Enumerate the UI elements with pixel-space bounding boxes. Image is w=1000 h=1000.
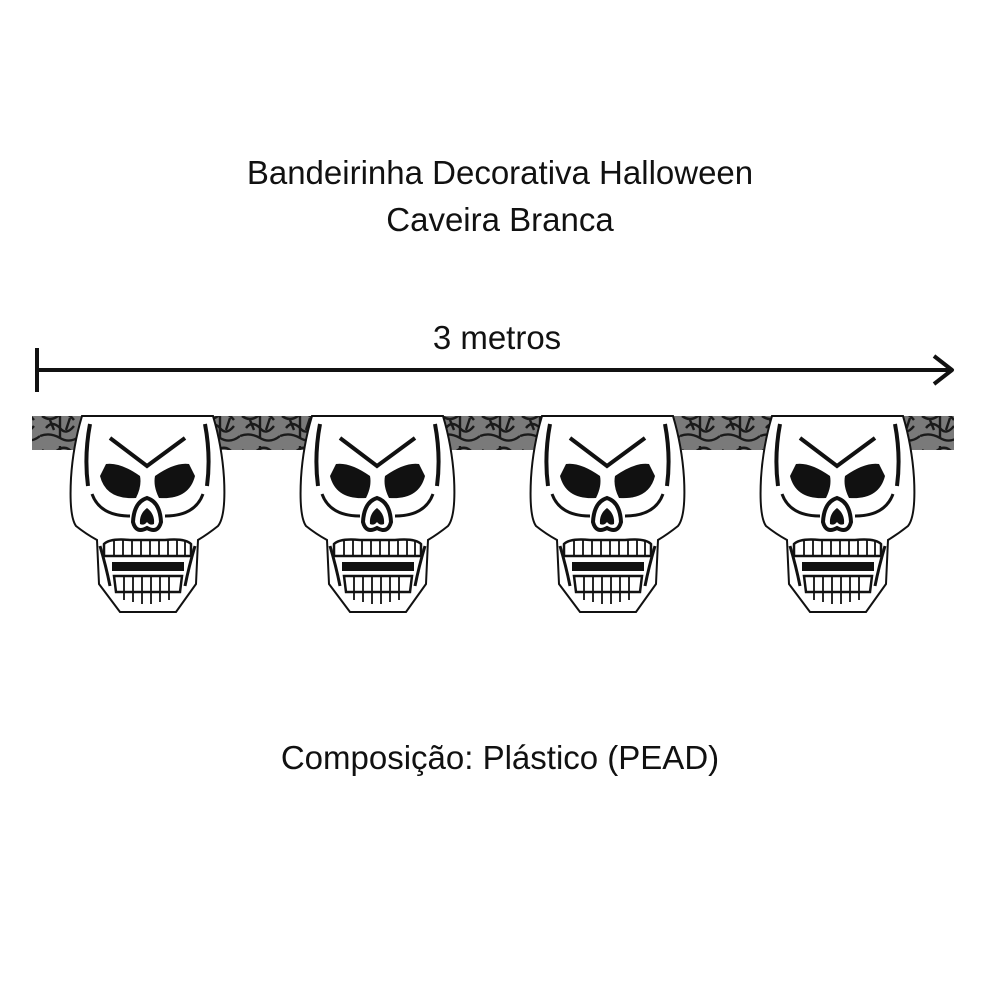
length-label: 3 metros — [432, 319, 562, 356]
composition-label: Composição: Plástico (PEAD) — [280, 739, 720, 776]
dimension-arrow — [35, 348, 954, 392]
skull-flag-2 — [298, 414, 457, 614]
product-title-line2: Caveira Branca — [386, 201, 614, 238]
skull-flag-3 — [528, 414, 687, 614]
product-title-line1: Bandeirinha Decorativa Halloween — [246, 154, 754, 191]
skull-flag-1 — [68, 414, 227, 614]
skull-flag-4 — [758, 414, 917, 614]
